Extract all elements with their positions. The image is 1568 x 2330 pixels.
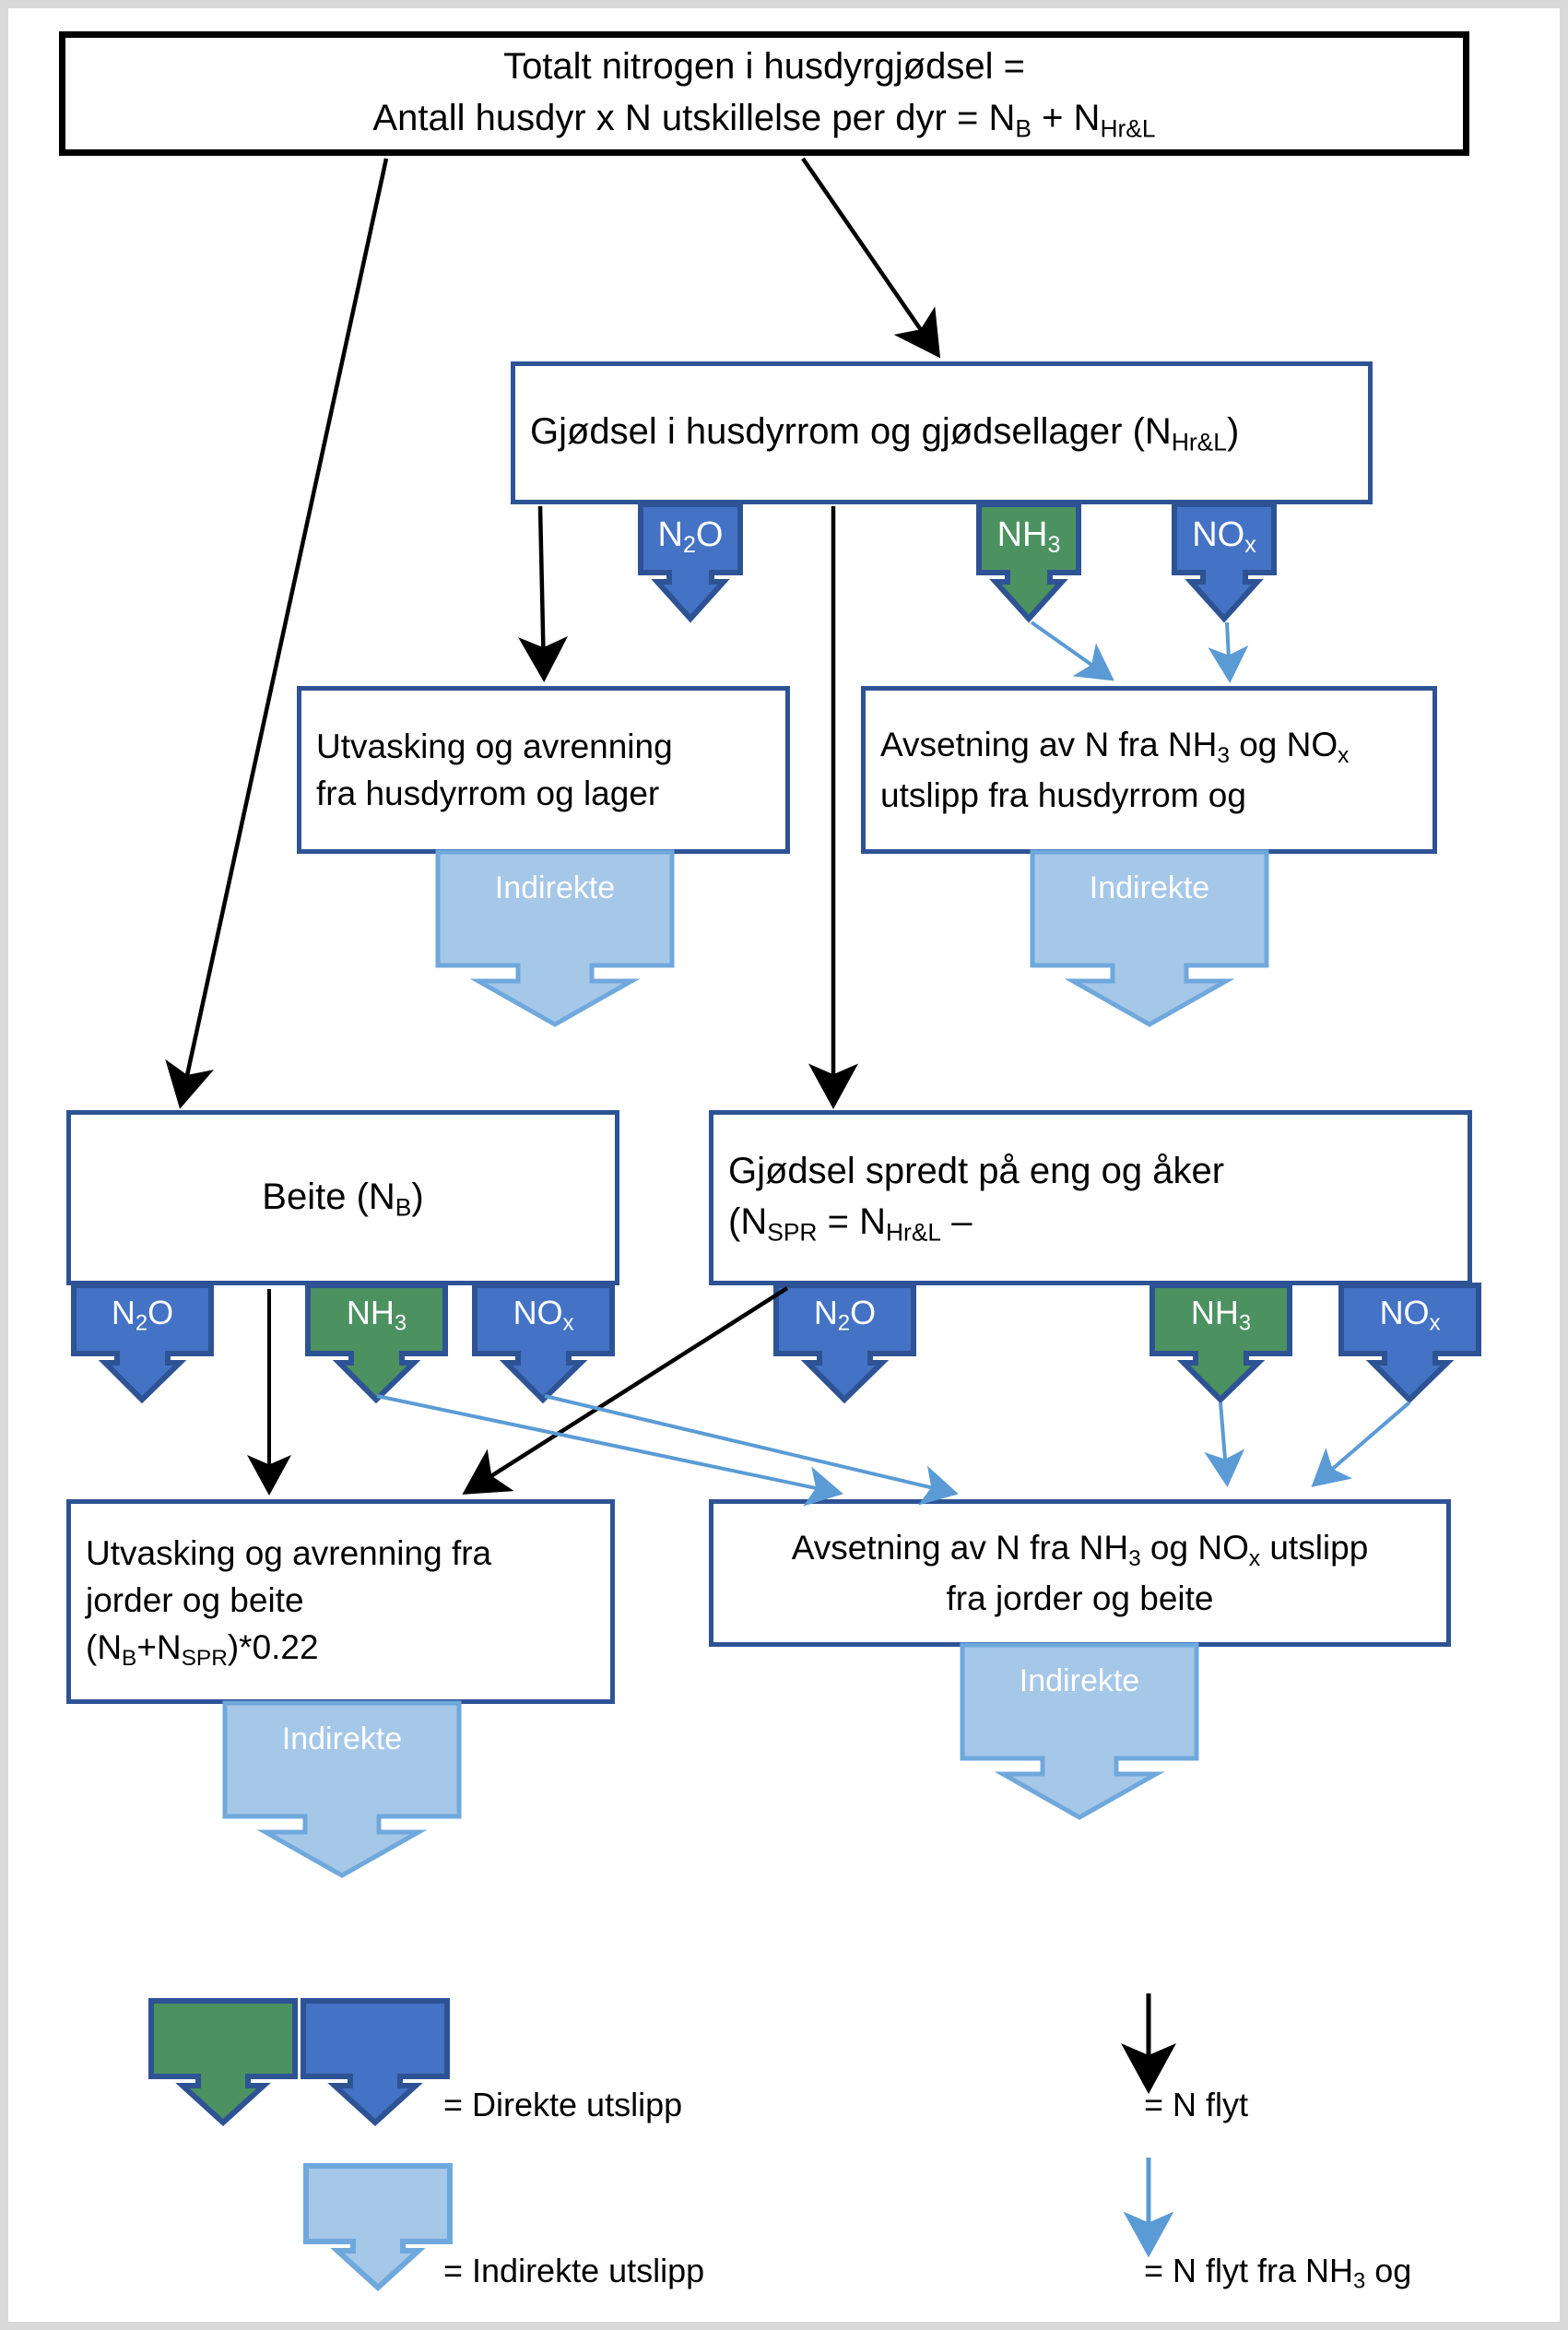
emission-n2o-beite: N2O <box>71 1283 214 1404</box>
legend-label-nflyt-nh3: = N flyt fra NH3 og <box>1144 2252 1412 2294</box>
legend-label-indirekte: = Indirekte utslipp <box>443 2252 705 2289</box>
flow-title-to-beite <box>165 158 389 1109</box>
box-utvasking-jorder: Utvasking og avrenning fra jorder og bei… <box>66 1499 615 1704</box>
legend-swatch-green <box>148 1998 298 2127</box>
flow-husdyrrom-to-utvasking <box>518 505 569 682</box>
gjodsel-spredt-line2: (NSPR = NHr&L – <box>728 1201 973 1247</box>
beite-text: Beite (NB) <box>262 1176 424 1221</box>
emission-nh3-beite: NH3 <box>305 1283 448 1404</box>
indirekte-arrow-utvasking-husdyrrom: Indirekte <box>435 849 675 1027</box>
utvasking-jorder-line3: (NB+NSPR)*0.22 <box>86 1627 319 1671</box>
flow-nh3-beite-to-avsetning-jorder <box>376 1394 843 1507</box>
flow-nh3-spredt-to-avsetning-jorder <box>1204 1402 1245 1487</box>
total-nitrogen-line2: Antall husdyr x N utskillelse per dyr = … <box>372 97 1156 143</box>
flow-nox-beite-to-avsetning-jorder <box>544 1394 959 1506</box>
emission-nox-beite: NOx <box>472 1283 615 1404</box>
box-utvasking-husdyrrom: Utvasking og avrenning fra husdyrrom og … <box>297 686 790 854</box>
avsetning-jorder-line2: fra jorder og beite <box>946 1579 1214 1617</box>
box-beite: Beite (NB) <box>66 1110 619 1285</box>
box-avsetning-jorder: Avsetning av N fra NH3 og NOx utslipp fr… <box>709 1499 1451 1647</box>
indirekte-arrow-avsetning-jorder: Indirekte <box>960 1642 1199 1820</box>
utvasking-husdyrrom-line2: fra husdyrrom og lager <box>316 775 660 812</box>
flow-nh3-to-avsetning-husdyrrom <box>1030 621 1114 681</box>
gjodsel-husdyrrom-text: Gjødsel i husdyrrom og gjødsellager (NHr… <box>530 411 1240 456</box>
emission-n2o-husdyrrom: N2O <box>638 502 743 623</box>
box-gjodsel-husdyrrom: Gjødsel i husdyrrom og gjødsellager (NHr… <box>511 361 1373 504</box>
utvasking-husdyrrom-line1: Utvasking og avrenning <box>316 727 673 765</box>
avsetning-husdyrrom-line1: Avsetning av N fra NH3 og NOx <box>880 726 1350 769</box>
emission-n2o-spredt: N2O <box>773 1283 916 1404</box>
emission-nh3-husdyrrom: NH3 <box>976 502 1081 623</box>
legend-label-nflyt: = N flyt <box>1144 2086 1249 2123</box>
total-nitrogen-line1: Totalt nitrogen i husdyrgjødsel = <box>503 46 1025 88</box>
avsetning-jorder-line1: Avsetning av N fra NH3 og NOx utslipp <box>791 1529 1369 1572</box>
emission-nox-spredt: NOx <box>1338 1283 1481 1404</box>
emission-nh3-spredt: NH3 <box>1149 1283 1292 1404</box>
utvasking-jorder-line1: Utvasking og avrenning fra <box>86 1533 492 1572</box>
legend-swatch-blue <box>301 1998 450 2127</box>
flow-nox-spredt-to-avsetning-jorder <box>1311 1401 1411 1487</box>
emission-nox-husdyrrom: NOx <box>1172 502 1277 623</box>
flow-title-to-gjodsel-husdyrrom <box>801 157 941 359</box>
utvasking-jorder-line2: jorder og beite <box>86 1580 304 1619</box>
avsetning-husdyrrom-line2: utslipp fra husdyrrom og <box>880 775 1246 814</box>
box-total-nitrogen: Totalt nitrogen i husdyrgjødsel = Antall… <box>59 31 1469 156</box>
legend-swatch-indirekte <box>303 2163 453 2292</box>
indirekte-arrow-avsetning-husdyrrom: Indirekte <box>1030 849 1269 1027</box>
flow-nox-to-avsetning-husdyrrom <box>1208 621 1249 683</box>
indirekte-arrow-utvasking-jorder: Indirekte <box>222 1700 462 1878</box>
legend-label-direkte: = Direkte utslipp <box>443 2086 683 2123</box>
box-gjodsel-spredt: Gjødsel spredt på eng og åker (NSPR = NH… <box>709 1110 1472 1285</box>
box-avsetning-husdyrrom: Avsetning av N fra NH3 og NOx utslipp fr… <box>861 686 1437 854</box>
gjodsel-spredt-line1: Gjødsel spredt på eng og åker <box>728 1150 1225 1191</box>
